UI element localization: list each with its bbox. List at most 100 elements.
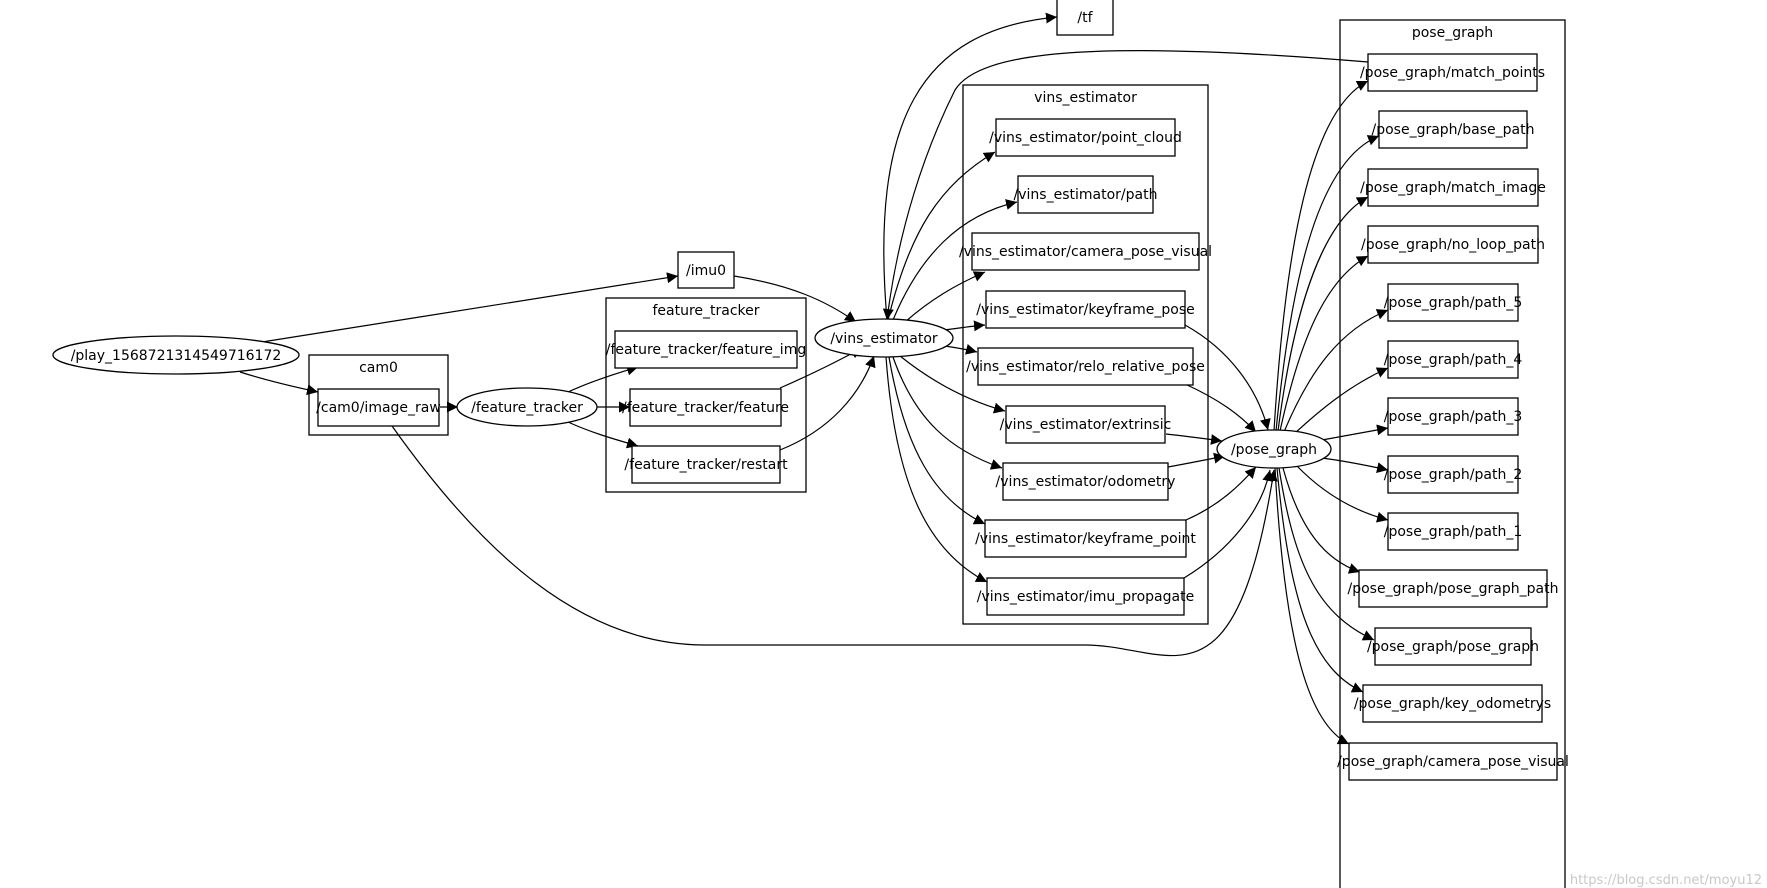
- node-pg-match-points-label: /pose_graph/match_points: [1360, 65, 1545, 81]
- cluster-vins-estimator-frame: [962, 84, 1209, 625]
- node-pg-base-path[interactable]: /pose_graph/base_path: [1372, 110, 1535, 149]
- cluster-cam0-frame: [308, 354, 449, 436]
- edge-vins-path: [892, 199, 1018, 321]
- node-ve-path[interactable]: /vins_estimator/path: [1014, 175, 1158, 214]
- edge-pose-graph-path-1: [1295, 464, 1389, 523]
- edge-vins-relo-relative-pose: [944, 343, 978, 355]
- edge-pose-graph-pose-graph: [1278, 467, 1375, 641]
- watermark: https://blog.csdn.net/moyu12: [1570, 873, 1762, 888]
- edge-feature-tracker-feature-img: [567, 364, 639, 393]
- node-tf[interactable]: /tf: [1056, 0, 1114, 36]
- node-pg-pose-graph-path[interactable]: /pose_graph/pose_graph_path: [1348, 569, 1559, 608]
- node-ve-extrinsic[interactable]: /vins_estimator/extrinsic: [1000, 405, 1172, 444]
- node-ve-extrinsic-label: /vins_estimator/extrinsic: [1000, 417, 1172, 433]
- edge-play-imu0: [261, 272, 679, 343]
- node-pg-path-1[interactable]: /pose_graph/path_1: [1384, 512, 1523, 551]
- node-pg-base-path-label: /pose_graph/base_path: [1372, 122, 1535, 138]
- cluster-pose-graph: pose_graph: [1339, 19, 1566, 888]
- node-ve-imu-propagate-label: /vins_estimator/imu_propagate: [977, 589, 1194, 605]
- edge-restart-vins-estimator: [779, 355, 876, 451]
- node-pg-path-2[interactable]: /pose_graph/path_2: [1384, 455, 1523, 494]
- edge-pose-graph-key-odometrys: [1276, 467, 1364, 693]
- node-ve-odometry-label: /vins_estimator/odometry: [996, 474, 1176, 490]
- node-pg-path-3-label: /pose_graph/path_3: [1384, 409, 1523, 425]
- edge-vins-estimator-tf: [883, 12, 1058, 321]
- node-ve-point-cloud[interactable]: /vins_estimator/point_cloud: [989, 118, 1182, 157]
- edge-vins-point-cloud: [887, 151, 996, 321]
- node-ve-keyframe-pose-label: /vins_estimator/keyframe_pose: [976, 302, 1194, 318]
- edge-pose-graph-match-points: [1273, 80, 1369, 432]
- node-ve-keyframe-point[interactable]: /vins_estimator/keyframe_point: [975, 519, 1196, 558]
- node-pg-path-5[interactable]: /pose_graph/path_5: [1384, 283, 1523, 322]
- node-pg-pose-graph[interactable]: /pose_graph/pose_graph: [1367, 627, 1539, 666]
- node-pg-path-4[interactable]: /pose_graph/path_4: [1384, 340, 1523, 379]
- node-play[interactable]: /play_1568721314549716172: [52, 335, 300, 375]
- edge-match-points-vins-estimator: [882, 49, 1369, 321]
- cluster-pose-graph-frame: [1339, 19, 1566, 888]
- edge-vins-keyframe-pose: [944, 320, 986, 332]
- edge-keyframe-point-pose-graph: [1185, 466, 1257, 521]
- node-pg-camera-pose-visual-label: /pose_graph/camera_pose_visual: [1337, 754, 1569, 770]
- edge-imu-propagate-pose-graph: [1183, 469, 1274, 579]
- node-imu0-label: /imu0: [686, 263, 726, 279]
- cluster-feature-tracker-title: feature_tracker: [652, 303, 759, 319]
- edge-pose-graph-path-4: [1293, 367, 1389, 435]
- node-ft-restart[interactable]: /feature_tracker/restart: [624, 445, 788, 484]
- node-pg-path-3[interactable]: /pose_graph/path_3: [1384, 397, 1523, 436]
- node-imu0[interactable]: /imu0: [677, 251, 735, 289]
- node-ve-odometry[interactable]: /vins_estimator/odometry: [996, 462, 1176, 501]
- node-pg-camera-pose-visual[interactable]: /pose_graph/camera_pose_visual: [1337, 742, 1569, 781]
- edge-vins-imu-propagate: [885, 356, 988, 583]
- node-feature-tracker[interactable]: /feature_tracker: [456, 387, 598, 427]
- node-pg-pose-graph-path-label: /pose_graph/pose_graph_path: [1348, 581, 1559, 597]
- edge-image-raw-pose-graph: [391, 425, 1278, 657]
- node-ve-path-label: /vins_estimator/path: [1014, 187, 1158, 203]
- edge-keyframe-pose-pose-graph: [1184, 324, 1271, 431]
- cluster-feature-tracker: feature_tracker: [605, 297, 807, 493]
- node-pose-graph[interactable]: /pose_graph: [1216, 429, 1332, 469]
- edge-pose-graph-pose-graph-path: [1282, 467, 1361, 574]
- edge-pose-graph-match-image: [1277, 196, 1369, 432]
- node-pg-path-5-label: /pose_graph/path_5: [1384, 295, 1523, 311]
- node-ve-keyframe-pose[interactable]: /vins_estimator/keyframe_pose: [976, 290, 1195, 329]
- edge-vins-camera-pose-visual: [904, 271, 986, 323]
- node-ve-relo-relative-pose[interactable]: /vins_estimator/relo_relative_pose: [966, 347, 1205, 386]
- node-ft-feature-img[interactable]: /feature_tracker/feature_img: [606, 330, 806, 369]
- node-ve-point-cloud-label: /vins_estimator/point_cloud: [989, 130, 1182, 146]
- node-pg-match-image-label: /pose_graph/match_image: [1360, 180, 1546, 196]
- edge-odometry-pose-graph: [1167, 452, 1226, 468]
- edge-pose-graph-base-path: [1275, 135, 1380, 432]
- edge-pose-graph-path-5: [1283, 309, 1389, 433]
- node-ve-imu-propagate[interactable]: /vins_estimator/imu_propagate: [977, 577, 1194, 616]
- node-pg-match-image[interactable]: /pose_graph/match_image: [1360, 168, 1546, 207]
- node-vins-estimator[interactable]: /vins_estimator: [814, 318, 954, 358]
- node-pg-key-odometrys-label: /pose_graph/key_odometrys: [1354, 696, 1551, 712]
- edge-feature-tracker-restart: [567, 421, 639, 449]
- node-ve-camera-pose-visual[interactable]: /vins_estimator/camera_pose_visual: [959, 232, 1212, 271]
- edge-play-image-raw: [239, 371, 319, 396]
- node-pg-path-2-label: /pose_graph/path_2: [1384, 467, 1523, 483]
- edge-relo-relative-pose-pose-graph: [1184, 383, 1257, 433]
- node-pg-path-4-label: /pose_graph/path_4: [1384, 352, 1523, 368]
- edge-vins-keyframe-point: [888, 356, 986, 525]
- node-pg-no-loop-path[interactable]: /pose_graph/no_loop_path: [1361, 225, 1545, 264]
- cluster-vins-estimator-title: vins_estimator: [1034, 90, 1137, 106]
- node-pg-no-loop-path-label: /pose_graph/no_loop_path: [1361, 237, 1545, 253]
- node-tf-label: /tf: [1077, 10, 1093, 26]
- cluster-cam0-title: cam0: [359, 360, 398, 376]
- node-pg-key-odometrys[interactable]: /pose_graph/key_odometrys: [1354, 684, 1551, 723]
- node-play-label: /play_1568721314549716172: [71, 348, 282, 364]
- node-feature-tracker-label: /feature_tracker: [471, 400, 583, 416]
- edge-pose-graph-path-2: [1321, 457, 1389, 474]
- node-pose-graph-label: /pose_graph: [1231, 442, 1317, 458]
- edge-vins-extrinsic: [899, 355, 1006, 414]
- node-ft-feature-img-label: /feature_tracker/feature_img: [606, 342, 806, 358]
- node-ft-restart-label: /feature_tracker/restart: [624, 457, 788, 473]
- node-cam0-image-raw[interactable]: /cam0/image_raw: [316, 388, 441, 427]
- edge-pose-graph-path-3: [1321, 424, 1389, 441]
- node-ve-camera-pose-visual-label: /vins_estimator/camera_pose_visual: [959, 244, 1212, 260]
- edge-pose-graph-camera-pose-visual: [1274, 467, 1350, 745]
- node-pg-match-points[interactable]: /pose_graph/match_points: [1360, 53, 1545, 92]
- node-ft-feature[interactable]: /feature_tracker/feature: [622, 388, 789, 427]
